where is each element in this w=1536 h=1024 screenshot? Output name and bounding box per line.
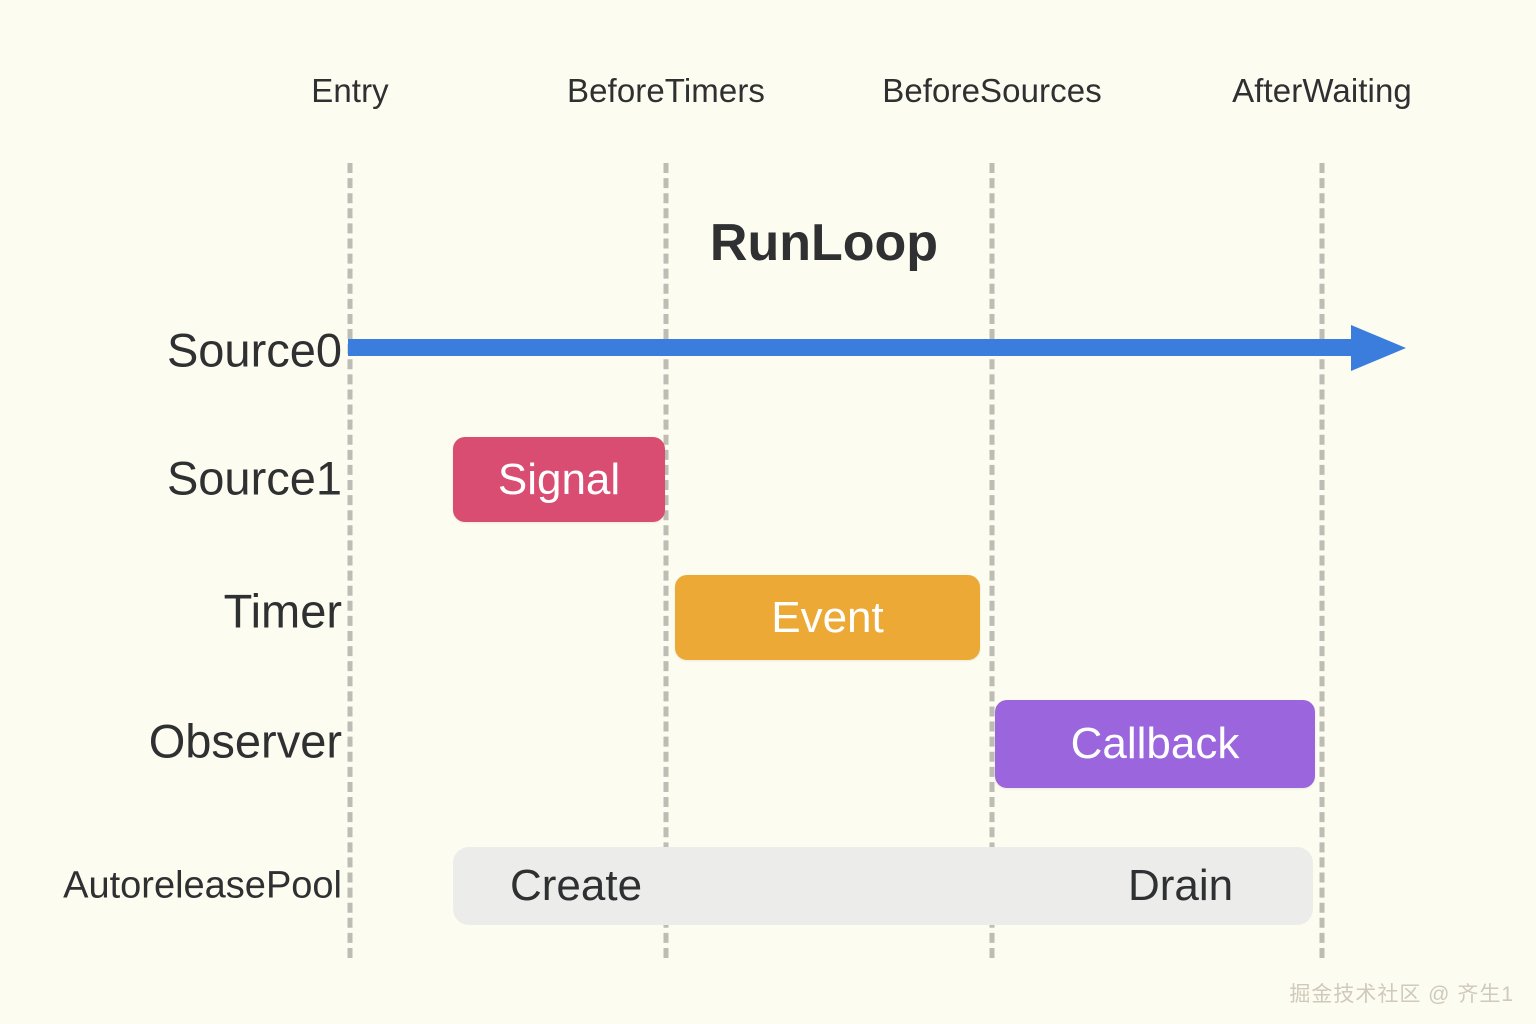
event-bar: Event	[675, 575, 980, 660]
phase-label-beforesources: BeforeSources	[882, 72, 1102, 109]
source0-arrow	[348, 322, 1408, 378]
row-label-source1: Source1	[166, 451, 342, 505]
phase-label-afterwaiting: AfterWaiting	[1232, 72, 1412, 109]
signal-bar: Signal	[453, 437, 665, 522]
watermark: 掘金技术社区 @ 齐生1	[1289, 983, 1514, 1006]
phase-label-beforetimers: BeforeTimers	[566, 72, 766, 109]
autoreleasepool-bar: Create Drain	[453, 847, 1313, 925]
runloop-title: RunLoop	[709, 214, 939, 272]
row-label-observer: Observer	[148, 714, 342, 768]
event-bar-label: Event	[771, 592, 884, 642]
signal-bar-label: Signal	[497, 454, 621, 504]
row-label-autoreleasepool: AutoreleasePool	[63, 864, 342, 907]
row-label-timer: Timer	[223, 584, 342, 638]
autoreleasepool-create-label: Create	[510, 861, 643, 910]
row-label-source0: Source0	[166, 323, 342, 377]
guide-line-beforetimers	[663, 163, 669, 958]
source0-arrow-shape	[348, 325, 1406, 371]
guide-line-afterwaiting	[1319, 163, 1325, 958]
guide-line-entry	[347, 163, 353, 958]
callback-bar: Callback	[995, 700, 1315, 788]
autoreleasepool-drain-label: Drain	[1128, 861, 1234, 910]
callback-bar-label: Callback	[1070, 719, 1240, 768]
phase-label-entry: Entry	[311, 72, 389, 109]
guide-line-beforesources	[989, 163, 995, 958]
